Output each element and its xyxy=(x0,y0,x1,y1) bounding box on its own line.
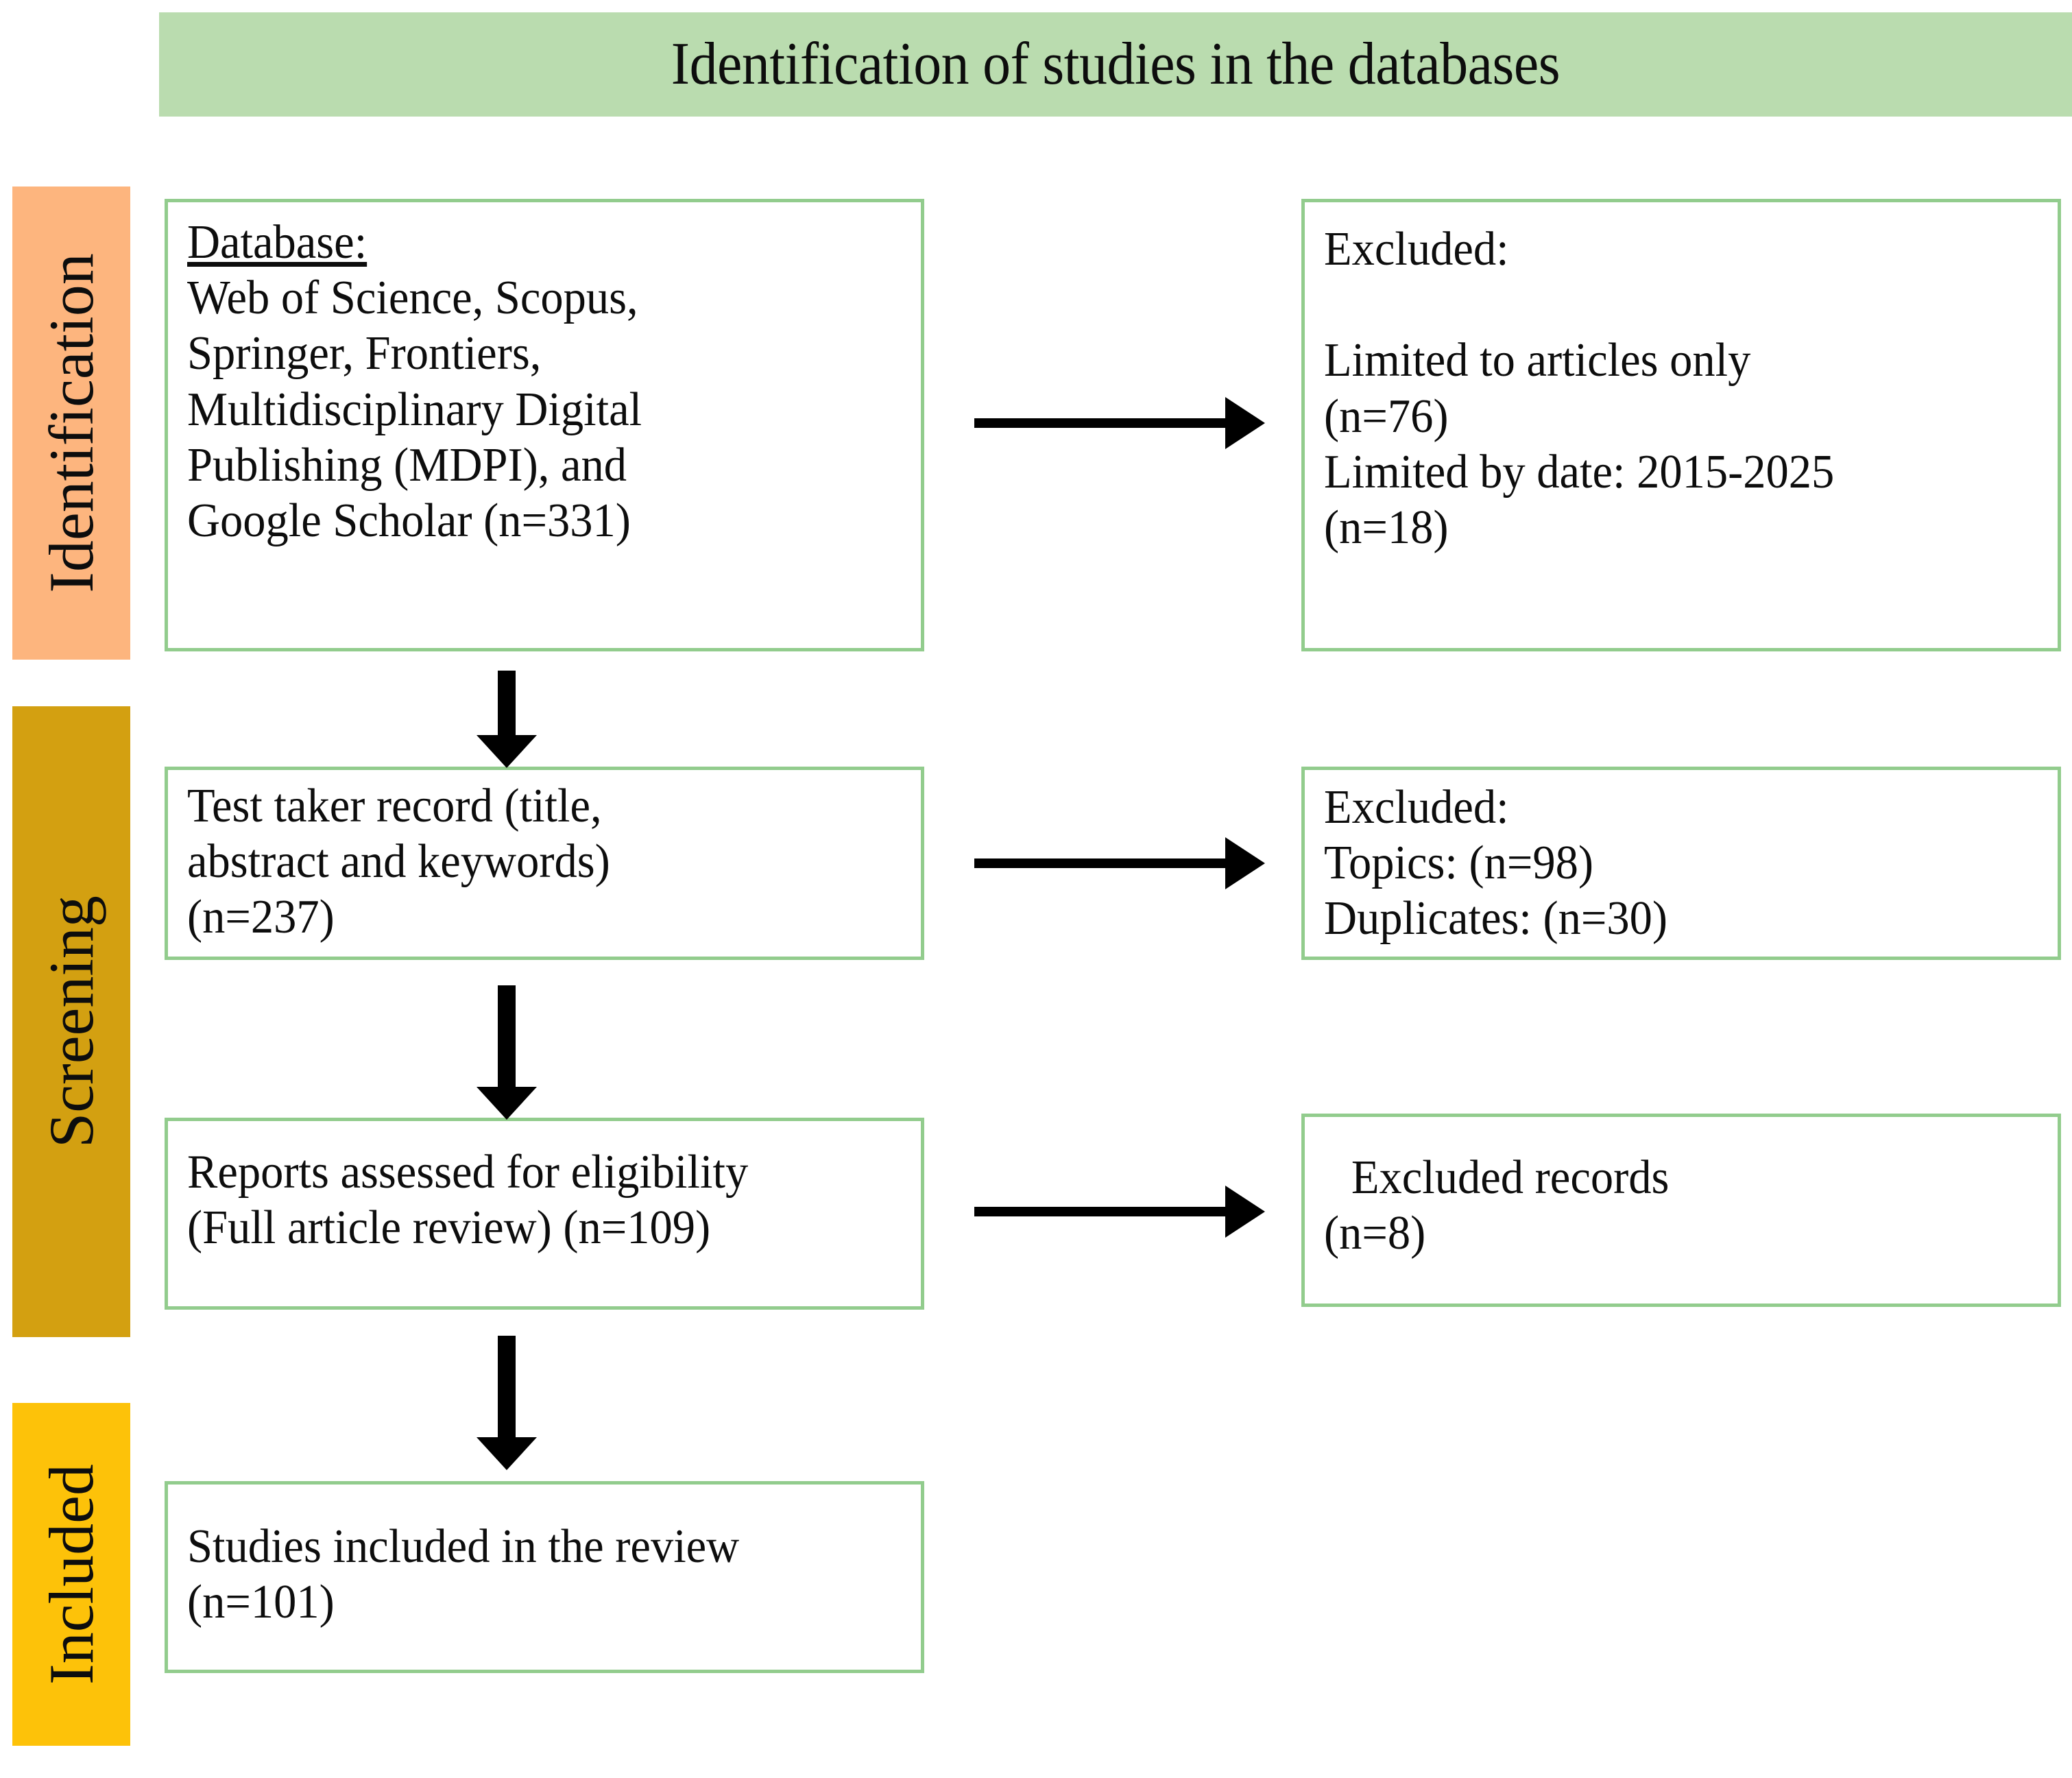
studies-included-body: Studies included in the review (n=101) xyxy=(187,1520,740,1629)
stage-label-identification: Identification xyxy=(36,253,107,593)
box-database-sources: Database: Web of Science, Scopus, Spring… xyxy=(165,199,924,651)
arrow-down-screening-to-eligibility-icon xyxy=(498,985,516,1088)
box-studies-included: Studies included in the review (n=101) xyxy=(165,1481,924,1673)
excluded-eligibility-heading: Excluded records xyxy=(1351,1151,1670,1204)
database-box-content: Database: Web of Science, Scopus, Spring… xyxy=(187,215,879,549)
excluded-screening-body: Topics: (n=98) Duplicates: (n=30) xyxy=(1324,837,1668,946)
records-screened-body: Test taker record (title, abstract and k… xyxy=(187,780,610,944)
diagram-title: Identification of studies in the databas… xyxy=(671,31,1561,97)
arrow-down-eligibility-to-included-icon xyxy=(498,1336,516,1439)
excluded-identification-content: Excluded: Limited to articles only (n=76… xyxy=(1324,221,2016,555)
excluded-identification-body: Limited to articles only (n=76) Limited … xyxy=(1324,334,1835,554)
database-body: Web of Science, Scopus, Springer, Fronti… xyxy=(187,272,642,547)
arrow-right-to-excluded-identification-icon xyxy=(974,418,1227,428)
box-reports-assessed: Reports assessed for eligibility (Full a… xyxy=(165,1118,924,1310)
stage-band-screening: Screening xyxy=(12,706,130,1337)
excluded-screening-content: Excluded: Topics: (n=98) Duplicates: (n=… xyxy=(1324,780,2016,947)
arrow-right-to-excluded-eligibility-icon xyxy=(974,1207,1227,1216)
stage-band-included: Included xyxy=(12,1403,130,1746)
excluded-eligibility-content: Excluded records (n=8) xyxy=(1324,1150,2016,1261)
box-excluded-eligibility: Excluded records (n=8) xyxy=(1301,1114,2061,1307)
reports-assessed-body: Reports assessed for eligibility (Full a… xyxy=(187,1146,749,1255)
excluded-identification-heading: Excluded: xyxy=(1324,223,1509,276)
stage-label-included: Included xyxy=(36,1464,106,1685)
stage-label-screening: Screening xyxy=(36,896,106,1148)
diagram-title-banner: Identification of studies in the databas… xyxy=(159,12,2072,117)
stage-band-identification: Identification xyxy=(12,187,130,660)
database-heading: Database: xyxy=(187,216,368,269)
box-excluded-identification: Excluded: Limited to articles only (n=76… xyxy=(1301,199,2061,651)
excluded-screening-heading: Excluded: xyxy=(1324,781,1509,834)
arrow-down-identification-to-screening-icon xyxy=(498,671,516,736)
arrow-right-to-excluded-screening-icon xyxy=(974,858,1227,868)
box-excluded-screening: Excluded: Topics: (n=98) Duplicates: (n=… xyxy=(1301,767,2061,960)
excluded-eligibility-body: (n=8) xyxy=(1324,1207,1426,1260)
box-records-screened: Test taker record (title, abstract and k… xyxy=(165,767,924,960)
